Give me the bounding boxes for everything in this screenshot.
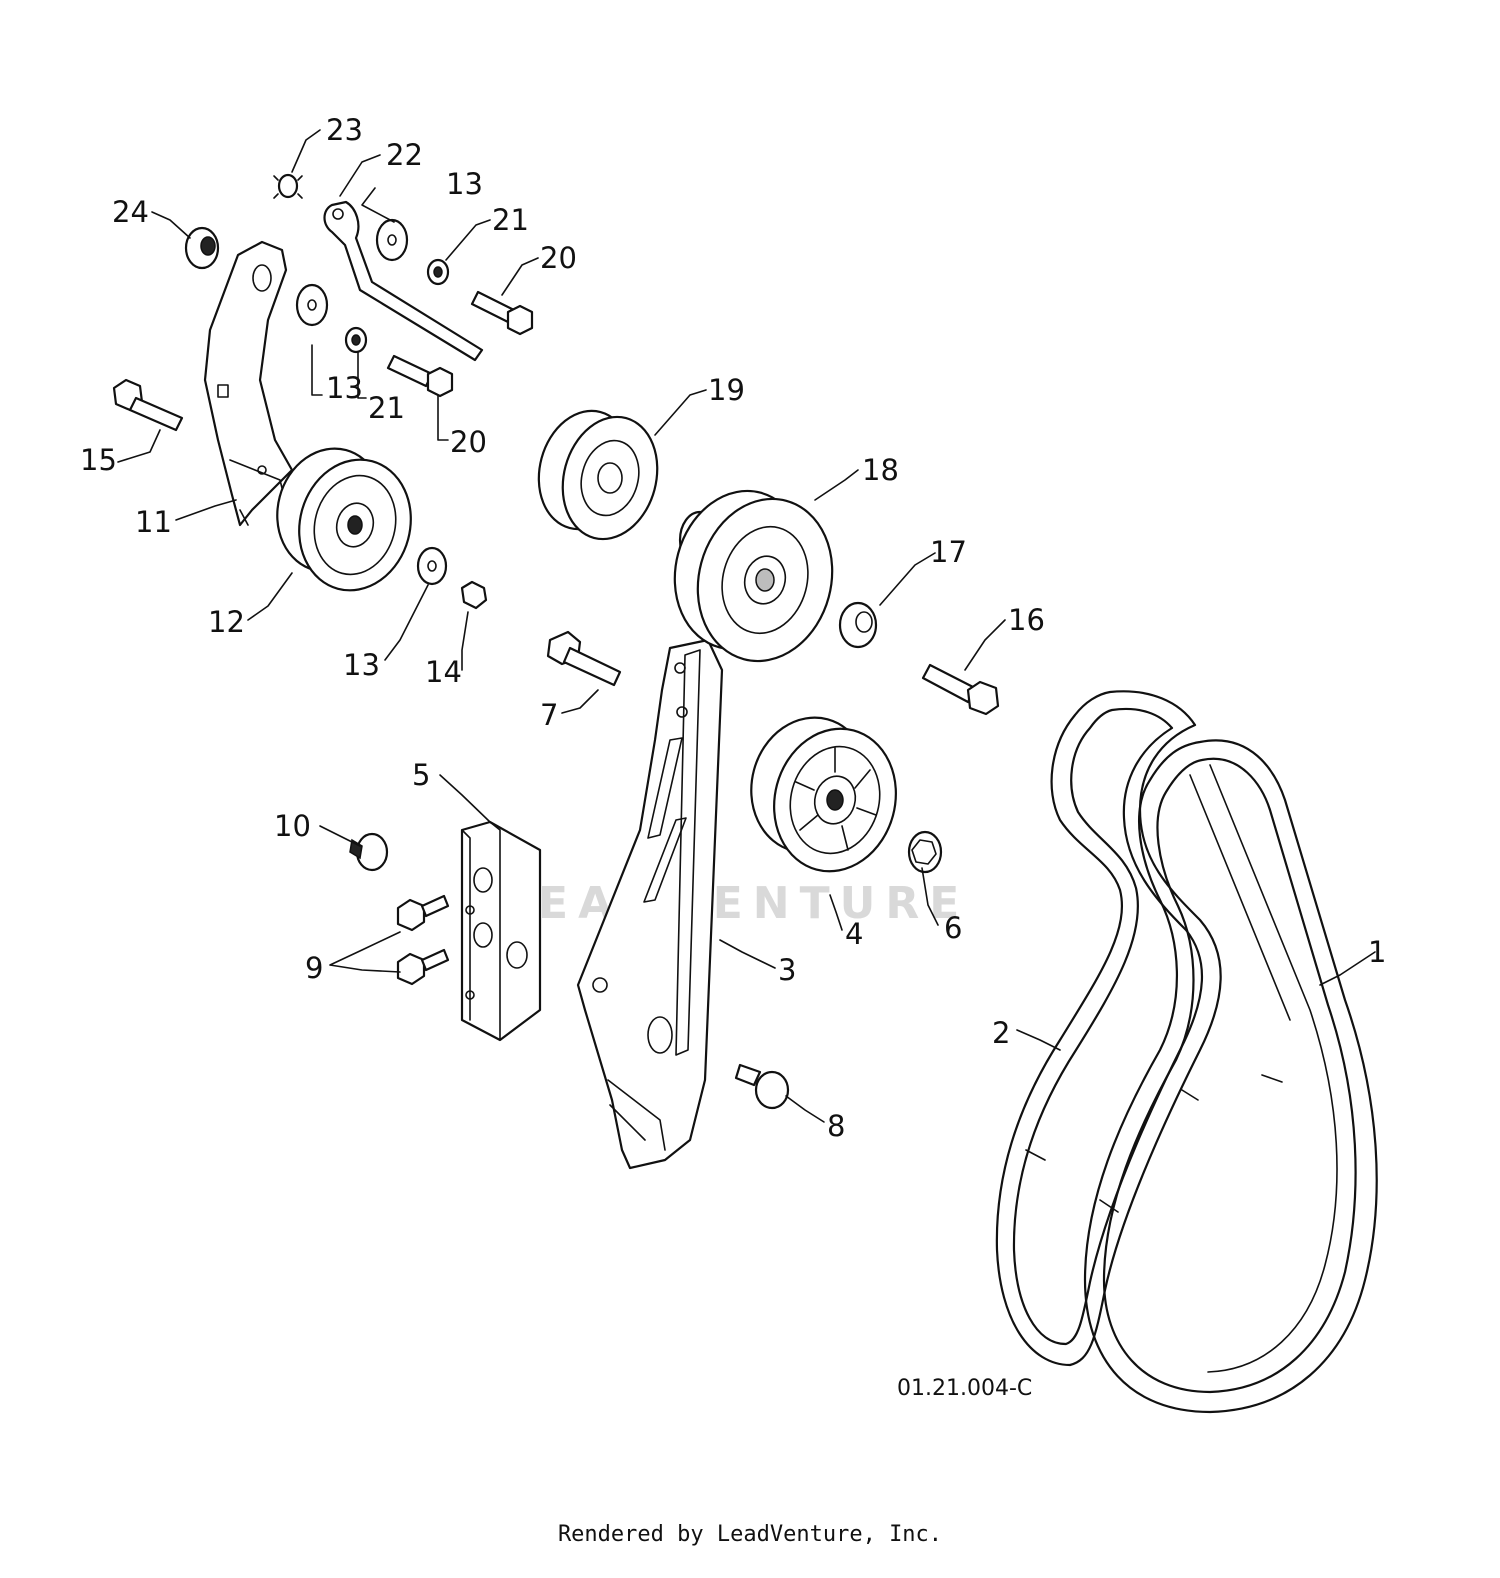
bolt-20-top[interactable] [470,290,534,336]
washer-13-left[interactable] [295,283,329,327]
callout-12: 12 [208,605,245,639]
flat-idler-pulley-4[interactable] [736,704,911,885]
callout-15: 15 [80,443,117,477]
callout-14: 14 [425,655,462,689]
bolt-8[interactable] [734,1063,790,1110]
watermark: LEADVENTURE [500,878,969,929]
retaining-ring-23[interactable] [273,173,303,199]
nut-14[interactable] [460,580,488,610]
washer-13-top[interactable] [375,218,409,262]
lock-washer-21-top[interactable] [426,258,450,286]
washer-13-bottom[interactable] [416,546,448,586]
bolt-20-bottom[interactable] [386,354,454,398]
callout-24: 24 [112,195,149,229]
lock-washer-21-bottom[interactable] [344,326,368,354]
callout-7: 7 [540,698,558,732]
callout-13-a: 13 [326,371,363,405]
callout-13-c: 13 [343,648,380,682]
callout-21-b: 21 [368,391,405,425]
callout-18: 18 [862,453,899,487]
callout-5: 5 [412,758,430,792]
callout-17: 17 [930,535,967,569]
bolt-16[interactable] [921,663,1000,716]
render-credit: Rendered by LeadVenture, Inc. [557,1522,943,1547]
callout-10: 10 [274,809,311,843]
v-idler-pulley-12[interactable] [264,437,425,603]
callout-3: 3 [778,953,796,987]
nut-6[interactable] [907,830,943,874]
callout-23: 23 [326,113,363,147]
callout-11: 11 [135,505,172,539]
callout-20-b: 20 [450,425,487,459]
spacer-17[interactable] [838,601,878,649]
callout-16: 16 [1008,603,1045,637]
callout-6: 6 [944,911,962,945]
idler-bracket-11[interactable] [203,240,294,527]
bolt-15[interactable] [112,378,184,432]
callout-9: 9 [305,951,323,985]
callout-13-b: 13 [446,167,483,201]
pulley-19[interactable] [526,400,670,549]
nut-10[interactable] [349,832,389,872]
callout-4: 4 [845,917,863,951]
screws-9[interactable] [396,894,450,986]
rod-22[interactable] [323,200,484,362]
callout-1: 1 [1368,935,1386,969]
leader-lines [117,129,1376,1123]
callout-2: 2 [992,1016,1010,1050]
belt-1[interactable] [1083,739,1378,1414]
pulley-18[interactable] [657,476,849,676]
bolt-7[interactable] [546,630,622,687]
idler-arm-bracket-3[interactable] [576,638,724,1170]
callout-labels: 1 2 3 4 5 6 7 8 9 10 11 12 13 13 13 14 1… [80,113,1386,1143]
callout-20-a: 20 [540,241,577,275]
callout-22: 22 [386,138,423,172]
callout-21-a: 21 [492,203,529,237]
bushing-24[interactable] [184,226,220,270]
callout-19: 19 [708,373,745,407]
callout-8: 8 [827,1109,845,1143]
belt-2[interactable] [995,690,1283,1367]
drawing-code: 01.21.004-C [897,1376,1032,1401]
plate-5[interactable] [460,820,542,1042]
